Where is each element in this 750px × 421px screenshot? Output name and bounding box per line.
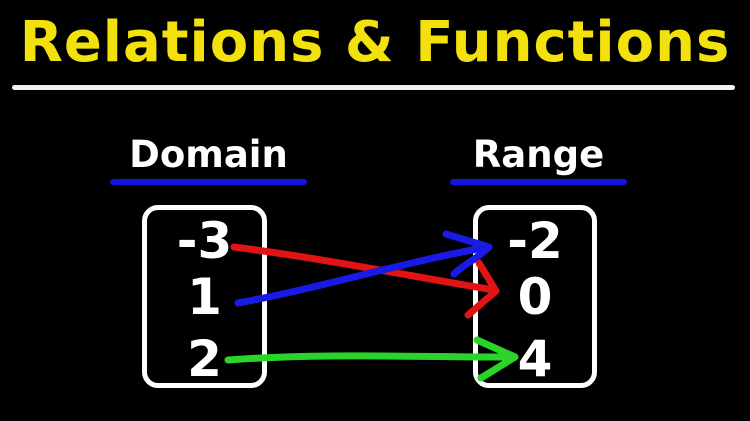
range-value: -2 xyxy=(507,212,563,270)
domain-value: 1 xyxy=(187,268,222,326)
arrow-2-to-4 xyxy=(224,336,519,382)
range-column-header: Range xyxy=(472,132,605,176)
arrow-1-to-minus2 xyxy=(234,230,493,307)
title-underline xyxy=(12,85,735,90)
range-underline xyxy=(450,179,627,185)
domain-underline xyxy=(110,179,307,185)
domain-column-header: Domain xyxy=(129,132,288,176)
domain-value: 2 xyxy=(187,330,222,388)
range-value: 4 xyxy=(517,330,553,388)
arrow-minus3-to-0 xyxy=(230,243,500,319)
page-title: Relations & Functions xyxy=(19,9,731,75)
domain-value: -3 xyxy=(176,212,233,270)
range-value: 0 xyxy=(517,268,553,326)
